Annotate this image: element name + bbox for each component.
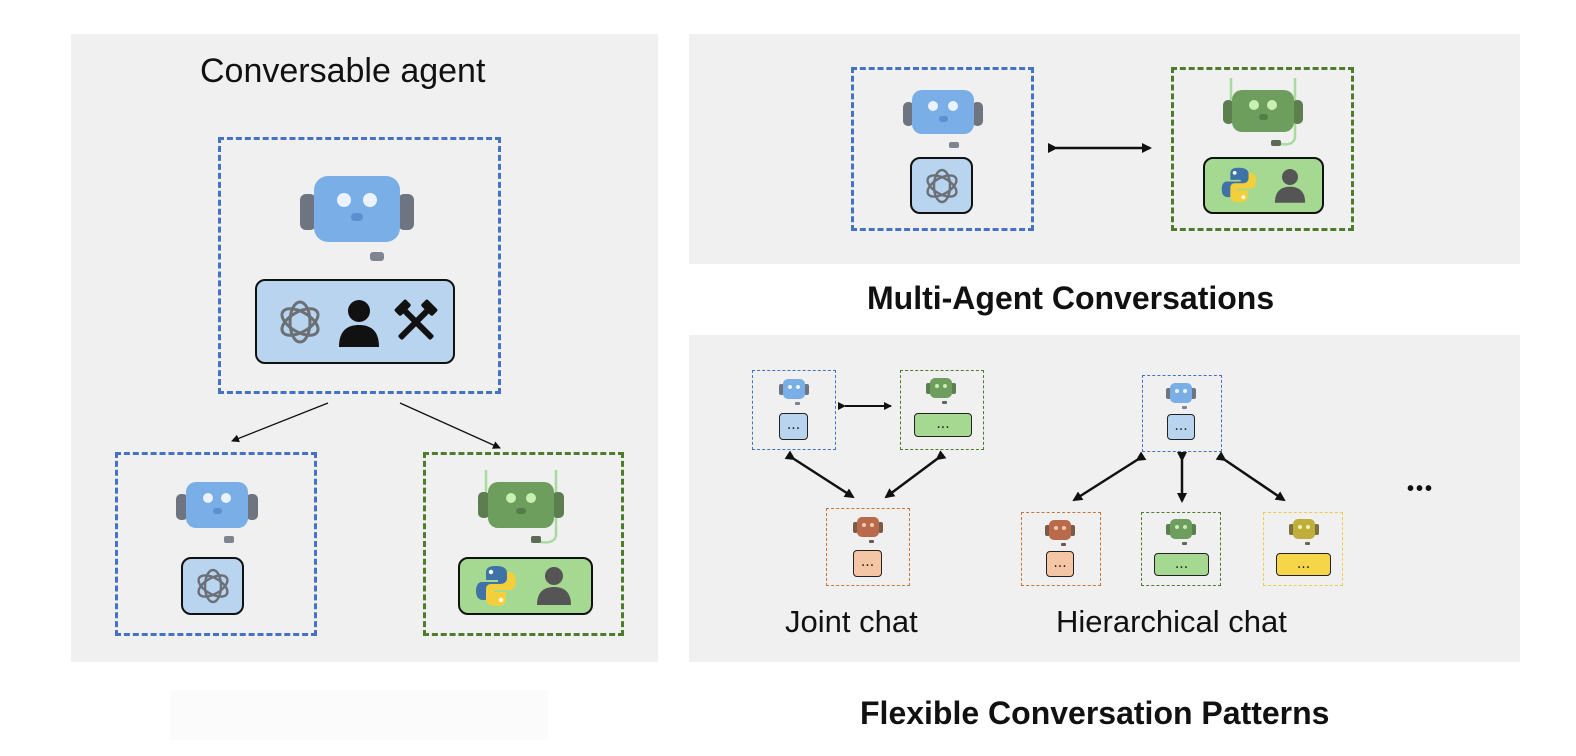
assistant-agent-box	[115, 452, 317, 636]
joint-blue-agent-box	[752, 370, 836, 450]
main-agent-box	[218, 137, 501, 394]
robot-head-icon	[1166, 383, 1196, 409]
joint-orange-minibox: ...	[853, 550, 882, 577]
robot-head-icon	[853, 517, 883, 543]
hier-orange-minibox: ...	[1046, 551, 1074, 577]
assistant-capabilities	[181, 557, 244, 615]
hierarchical-chat-label: Hierarchical chat	[1056, 604, 1287, 639]
hier-yellow-minibox: ...	[1276, 553, 1331, 576]
person-icon	[537, 567, 571, 605]
robot-head-icon	[176, 482, 258, 543]
robot-head-icon	[1045, 520, 1075, 546]
openai-logo-icon	[280, 300, 320, 344]
main-agent-capabilities	[255, 279, 455, 364]
robot-head-icon	[926, 378, 956, 404]
openai-logo-icon	[926, 168, 958, 204]
flexible-patterns-caption: Flexible Conversation Patterns	[860, 695, 1330, 731]
person-icon	[1274, 169, 1306, 203]
assistant-agent-box	[851, 67, 1034, 231]
more-patterns-indicator: •••	[1407, 478, 1435, 500]
conversable-agent-title: Conversable agent	[200, 52, 486, 90]
robot-head-icon	[1289, 519, 1319, 545]
assistant-capabilities	[910, 157, 973, 214]
openai-logo-icon	[197, 568, 229, 604]
joint-green-agent-box	[900, 370, 984, 450]
user-proxy-agent-box	[423, 452, 624, 636]
robot-head-icon	[300, 176, 414, 261]
multi-agent-caption: Multi-Agent Conversations	[867, 280, 1275, 316]
robot-head-icon	[1223, 78, 1303, 146]
robot-head-icon	[1166, 519, 1196, 545]
robot-head-icon	[779, 379, 809, 405]
person-icon	[339, 300, 379, 347]
hier-green-minibox: ...	[1154, 553, 1209, 576]
tools-icon	[394, 299, 438, 340]
robot-head-icon	[903, 90, 983, 148]
hier-orange-agent-box	[1021, 512, 1101, 586]
hier-blue-agent-box	[1142, 375, 1222, 452]
joint-chat-label: Joint chat	[785, 604, 918, 639]
joint-orange-agent-box	[826, 508, 910, 586]
user-proxy-agent-box	[1171, 67, 1354, 231]
hier-green-agent-box	[1141, 512, 1221, 586]
robot-head-icon	[478, 470, 564, 544]
joint-green-minibox: ...	[914, 413, 972, 437]
python-logo-icon	[476, 566, 516, 606]
python-logo-icon	[1221, 167, 1257, 203]
hier-yellow-agent-box	[1263, 512, 1343, 586]
joint-blue-minibox: ...	[779, 413, 808, 440]
empty-area	[170, 690, 548, 740]
hier-blue-minibox: ...	[1167, 414, 1195, 440]
